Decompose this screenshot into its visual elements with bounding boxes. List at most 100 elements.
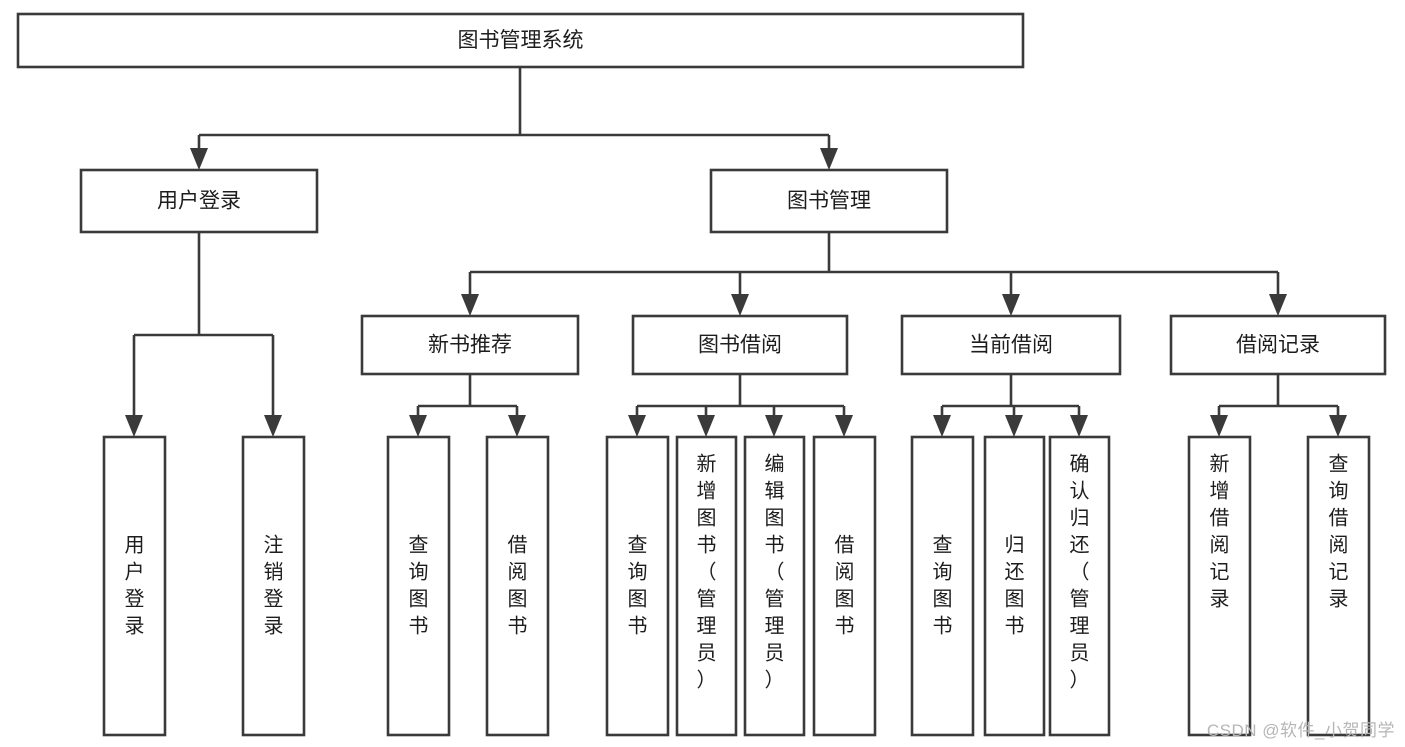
node-leaf-confirm-return-admin-char-1: 认 (1070, 479, 1090, 502)
node-leaf-query-book-cur-box (910, 435, 975, 737)
node-leaf-add-borrow-record-char-0: 新 (1210, 452, 1230, 475)
arrow-down-icon-level2-1 (820, 148, 838, 170)
node-book-borrow[interactable]: 图书借阅 (631, 314, 849, 376)
node-leaf-add-book-admin-char-5: 管 (697, 587, 717, 610)
node-leaf-user-login-box (102, 435, 167, 737)
node-leaf-add-borrow-record-box (1187, 435, 1252, 737)
node-leaf-borrow-book-rec-char-0: 借 (508, 533, 528, 556)
node-leaf-query-book-borrow-char-1: 询 (628, 560, 648, 583)
node-book-management[interactable]: 图书管理 (709, 168, 949, 234)
node-leaf-add-book-admin-box (675, 435, 738, 737)
node-leaf-query-book-borrow-box (605, 435, 670, 737)
node-leaf-user-login[interactable]: 用户登录用户登录 (102, 435, 167, 737)
arrow-down-icon-level2-0 (190, 148, 208, 170)
node-leaf-borrow-book-char-0: 借 (835, 533, 855, 556)
arrow-down-icon-leaf-1-3 (835, 415, 853, 437)
node-leaf-query-book-rec-char-3: 书 (409, 614, 429, 637)
node-leaf-add-borrow-record-char-2: 借 (1210, 506, 1230, 529)
node-leaf-edit-book-admin-char-6: 理 (765, 615, 785, 637)
node-user-login-label: 用户登录 (157, 190, 241, 213)
node-leaf-edit-book-admin-char-0: 编 (765, 452, 785, 475)
node-leaf-logout-login-char-1: 销 (264, 560, 284, 583)
node-root-label: 图书管理系统 (458, 29, 584, 52)
node-leaf-confirm-return-admin-char-7: 员 (1070, 642, 1090, 664)
node-leaf-borrow-book-rec[interactable]: 借阅图书借阅图书 (485, 435, 550, 737)
node-leaf-borrow-book-rec-char-1: 阅 (508, 560, 528, 583)
node-leaf-user-login-char-3: 录 (125, 615, 145, 637)
node-leaf-return-book-char-3: 书 (1005, 614, 1025, 637)
node-leaf-return-book[interactable]: 归还图书归还图书 (983, 435, 1046, 737)
node-leaf-query-book-rec-box (386, 435, 451, 737)
arrow-down-icon-leaf-0-0 (409, 415, 427, 437)
connectors-layer (125, 67, 1347, 437)
arrow-down-icon-userleaf-0 (125, 415, 143, 437)
node-leaf-query-book-rec[interactable]: 查询图书查询图书 (386, 435, 451, 737)
node-current-borrow-box (900, 314, 1122, 376)
node-leaf-query-borrow-record-char-1: 询 (1329, 479, 1349, 502)
node-leaf-user-login-char-1: 户 (125, 560, 145, 583)
node-book-borrow-label: 图书借阅 (698, 334, 782, 357)
node-leaf-add-borrow-record-char-1: 增 (1210, 479, 1230, 502)
node-leaf-confirm-return-admin-box (1048, 435, 1111, 737)
node-leaf-borrow-book-rec-box (485, 435, 550, 737)
node-leaf-edit-book-admin-box (743, 435, 806, 737)
node-root-box (16, 12, 1025, 69)
node-leaf-return-book-char-2: 图 (1005, 588, 1025, 610)
node-current-borrow[interactable]: 当前借阅 (900, 314, 1122, 376)
node-leaf-edit-book-admin-char-2: 图 (765, 507, 785, 529)
node-leaf-confirm-return-admin-char-8: ） (1070, 668, 1090, 691)
node-leaf-user-login-char-0: 用 (125, 534, 145, 556)
node-leaf-add-book-admin-char-6: 理 (697, 615, 717, 637)
node-leaf-edit-book-admin-char-8: ） (765, 668, 785, 691)
arrow-down-icon-leaf-2-2 (1070, 415, 1088, 437)
node-leaf-query-borrow-record-char-2: 借 (1329, 506, 1349, 529)
node-leaf-add-borrow-record[interactable]: 新增借阅记录新增借阅记录 (1187, 435, 1252, 737)
node-leaf-add-book-admin-char-7: 员 (697, 642, 717, 664)
node-leaf-logout-login-box (241, 435, 306, 737)
node-leaf-add-book-admin-char-1: 增 (697, 479, 717, 502)
node-leaf-query-book-borrow[interactable]: 查询图书查询图书 (605, 435, 670, 737)
node-leaf-query-book-cur-char-2: 图 (933, 588, 953, 610)
node-book-borrow-box (631, 314, 849, 376)
node-leaf-add-book-admin-char-3: 书 (697, 533, 717, 556)
node-leaf-add-book-admin-char-4: （ (697, 560, 717, 583)
node-leaf-confirm-return-admin-char-6: 理 (1070, 615, 1090, 637)
node-leaf-borrow-book-rec-char-2: 图 (508, 588, 528, 610)
node-leaf-borrow-book-char-1: 阅 (835, 560, 855, 583)
node-leaf-confirm-return-admin-char-3: 还 (1070, 533, 1090, 556)
node-leaf-return-book-box (983, 435, 1046, 737)
node-leaf-confirm-return-admin-char-5: 管 (1070, 587, 1090, 610)
arrow-down-icon-level3-3 (1269, 294, 1287, 316)
node-leaf-logout-login[interactable]: 注销登录注销登录 (241, 435, 306, 737)
node-leaf-query-book-cur-char-0: 查 (933, 533, 953, 556)
arrow-down-icon-leaf-3-0 (1210, 415, 1228, 437)
node-current-borrow-label: 当前借阅 (969, 334, 1053, 357)
arrow-down-icon-leaf-2-0 (933, 415, 951, 437)
node-leaf-query-book-cur[interactable]: 查询图书查询图书 (910, 435, 975, 737)
node-leaf-query-book-rec-char-0: 查 (409, 533, 429, 556)
node-leaf-add-borrow-record-char-4: 记 (1210, 560, 1230, 583)
arrow-down-icon-leaf-3-1 (1329, 415, 1347, 437)
arrow-down-icon-level3-2 (1002, 294, 1020, 316)
node-user-login-box (79, 168, 319, 234)
node-user-login[interactable]: 用户登录 (79, 168, 319, 234)
node-leaf-query-book-borrow-char-0: 查 (628, 533, 648, 556)
node-leaf-query-book-rec-char-2: 图 (409, 588, 429, 610)
node-root[interactable]: 图书管理系统 (16, 12, 1025, 69)
arrow-down-icon-level3-1 (731, 294, 749, 316)
node-leaf-borrow-book[interactable]: 借阅图书借阅图书 (812, 435, 877, 737)
node-leaf-logout-login-char-0: 注 (264, 533, 284, 556)
node-leaf-user-login-char-2: 登 (125, 587, 145, 610)
node-leaf-borrow-book-char-3: 书 (835, 614, 855, 637)
node-leaf-query-borrow-record-char-3: 阅 (1329, 533, 1349, 556)
node-leaf-confirm-return-admin-char-0: 确 (1070, 452, 1090, 475)
node-leaf-query-borrow-record-char-5: 录 (1329, 588, 1349, 610)
node-new-book-recommend[interactable]: 新书推荐 (360, 314, 580, 376)
node-leaf-query-borrow-record[interactable]: 查询借阅记录查询借阅记录 (1306, 435, 1371, 737)
node-borrow-record[interactable]: 借阅记录 (1169, 314, 1387, 376)
node-leaf-query-book-rec-char-1: 询 (409, 560, 429, 583)
